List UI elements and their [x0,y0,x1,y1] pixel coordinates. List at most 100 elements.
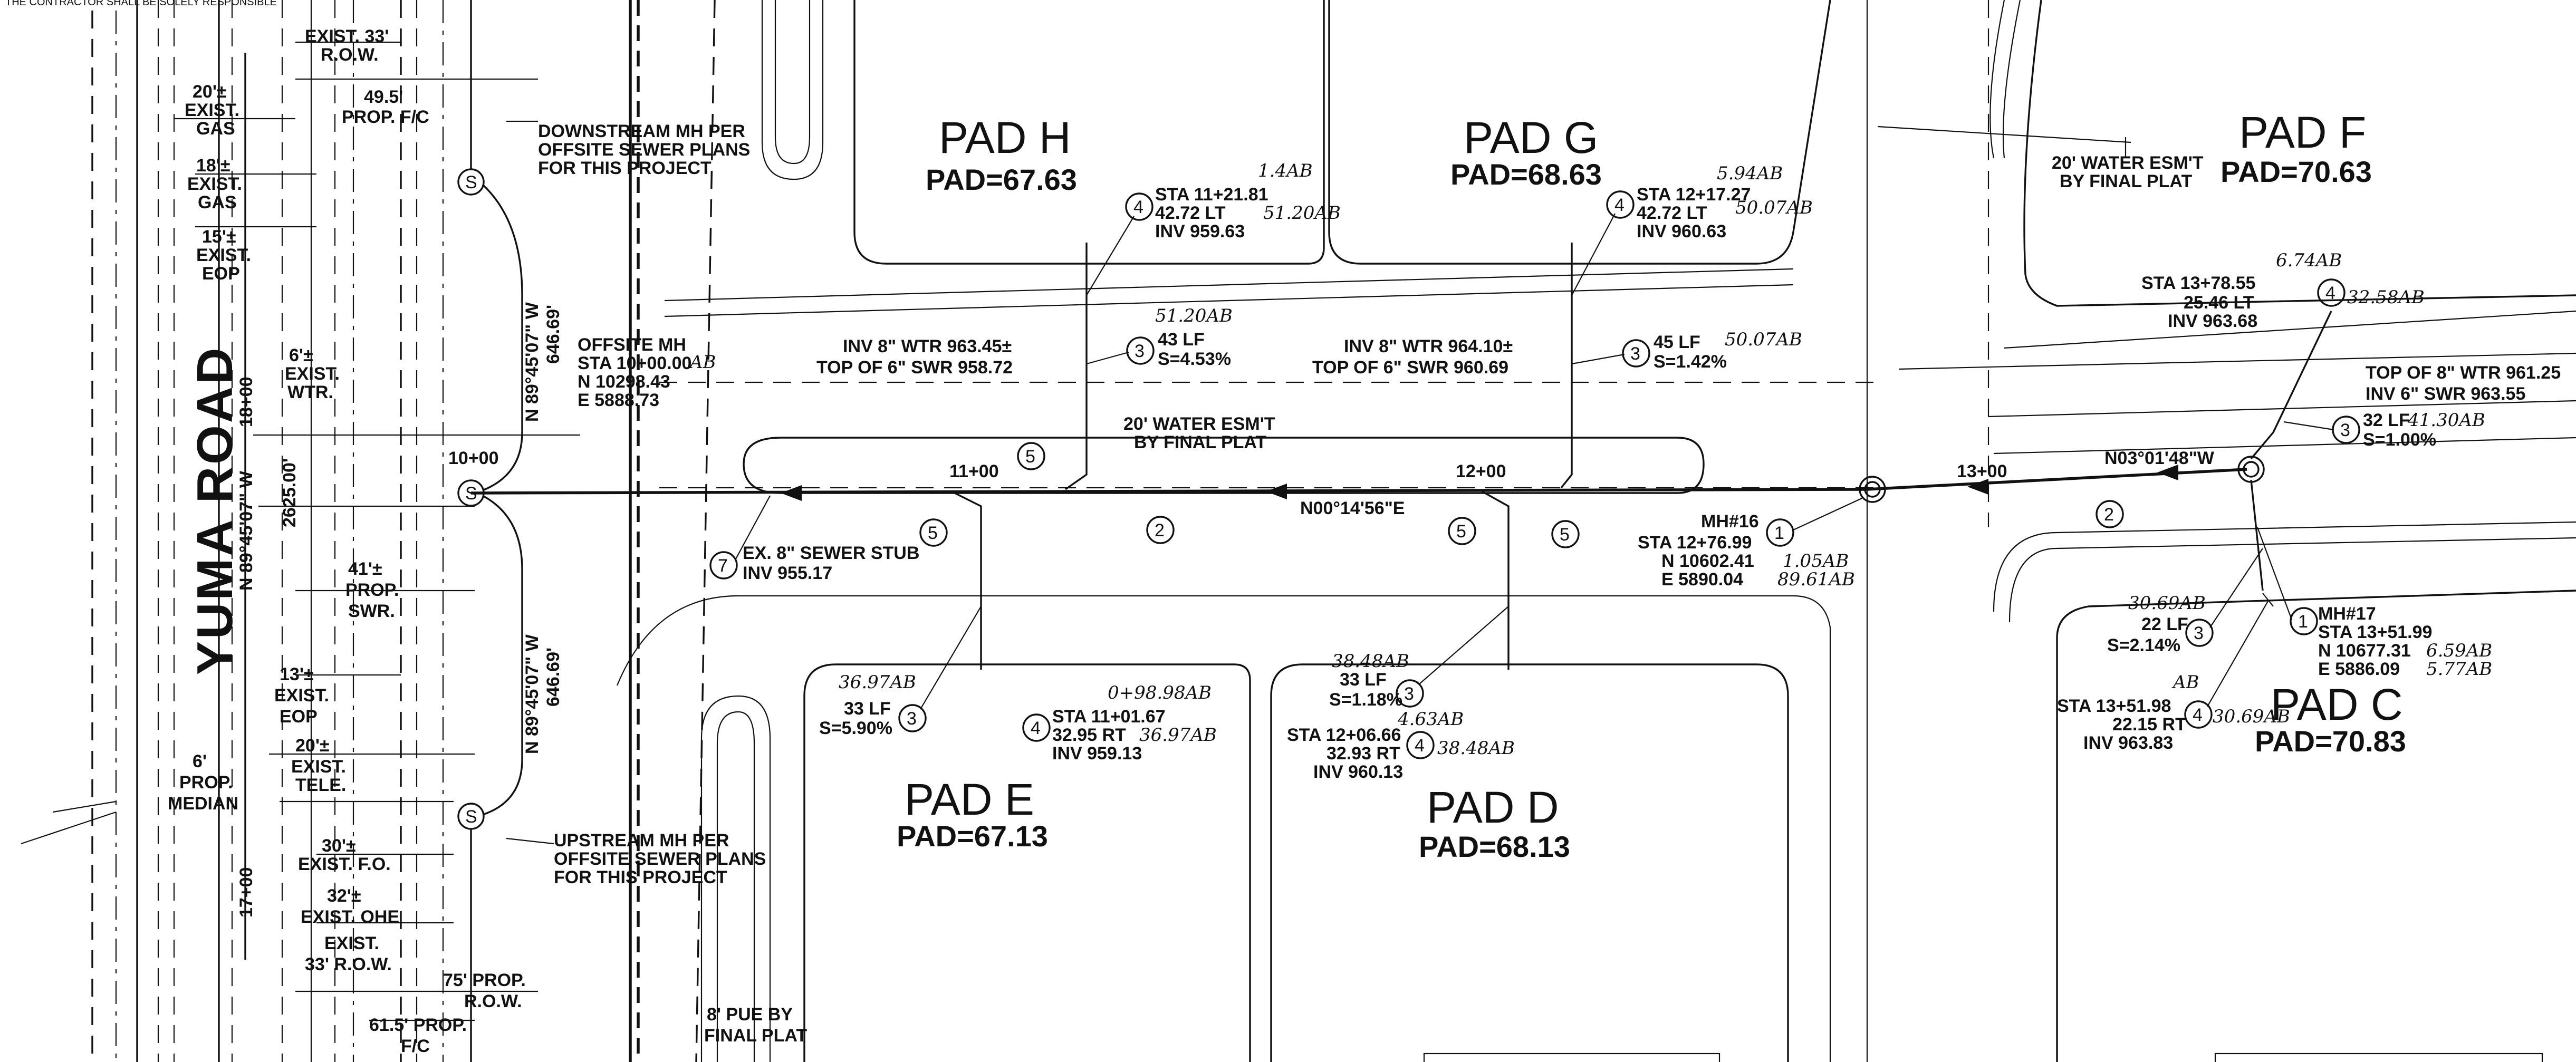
main-sewer-line [470,243,2332,670]
downstream-note-b: OFFSITE SEWER PLANS [538,140,750,160]
fo-label-a: 30'± [322,836,356,856]
station-12-label: 12+00 [1456,461,1506,481]
h-service-inv: INV 959.63 [1155,221,1245,242]
callout-1: 1 [2298,612,2308,632]
e-service-offset: 32.95 RT [1052,725,1126,745]
callout-2: 2 [1155,520,1165,540]
callout-5: 5 [1456,522,1466,542]
branch-bot-bearing: N 89°45'07" W [522,634,542,754]
prop-fc2-label-b: F/C [401,1036,430,1056]
f-lf-b: S=1.00% [2363,430,2436,450]
c-lf-a: 22 LF [2141,614,2188,634]
h-lf-a: 43 LF [1158,330,1205,350]
d-service-sta: STA 12+06.66 [1287,725,1401,745]
eop1-label-a: 15'± [202,227,236,247]
pue-label-b: FINAL PLAT [704,1026,807,1046]
c-service-offset: 22.15 RT [2112,715,2186,735]
gas1-label-c: GAS [196,119,235,139]
exist-row-label-2: R.O.W. [321,45,379,65]
g-service-hand-b: 50.07AB [1735,197,1813,218]
pad-d-name: PAD D [1427,783,1559,832]
ohe-label-b: EXIST. OHE [301,907,399,927]
h-lf-b: S=4.53% [1158,349,1231,369]
e-service-sta: STA 11+01.67 [1052,707,1166,727]
callout-4: 4 [1415,736,1425,756]
callout-7: 7 [718,556,728,576]
pad-h-elev: PAD=67.63 [926,163,1077,196]
callout-2: 2 [2104,505,2114,525]
g-crossing-b: TOP OF 6" SWR 960.69 [1312,358,1508,378]
branch-top-bearing: N 89°45'07" W [522,302,542,422]
mh17-hand-a: 6.59AB [2426,640,2492,661]
c-service-sta: STA 13+51.98 [2057,696,2171,716]
d-lf-a: 33 LF [1340,670,1387,690]
main-bearing-label: N00°14'56"E [1300,498,1405,518]
callout-3: 3 [907,709,917,729]
e-lf-a: 33 LF [844,699,891,719]
upstream-note-c: FOR THIS PROJECT [554,867,727,887]
callout-5: 5 [1025,447,1035,467]
manhole-symbol: S [465,172,477,192]
callout-notes: EX. 8" SEWER STUB INV 955.17 INV 8" WTR … [743,160,2561,782]
mh16-sta: STA 12+76.99 [1638,533,1752,553]
street-and-water [253,0,2576,1062]
median-label-c: MEDIAN [168,794,238,814]
stub-note-a: EX. 8" SEWER STUB [743,543,919,563]
pad-c-name: PAD C [2271,680,2402,729]
e-service-hand-b: 36.97AB [1139,725,1217,746]
c-service-hand-a: AB [2171,672,2199,693]
prop-fc2-label-a: 61.5' PROP. [369,1015,467,1035]
eop1-label-b: EXIST. [196,245,251,265]
row-dimension-labels: EXIST. 33' R.O.W. 20'± EXIST. GAS 49.5' … [168,26,807,1056]
gas2-label-b: EXIST. [187,174,242,194]
offsite-mh-handnote: AB [688,352,716,373]
tele-label-c: TELE. [295,775,346,795]
callout-3: 3 [1630,344,1640,364]
gas1-label-a: 20'± [193,82,227,102]
callout-4: 4 [1031,718,1041,738]
eop2-label-a: 13'± [280,664,314,684]
mh16-east: E 5890.04 [1661,569,1743,590]
manhole-symbol: S [465,807,477,827]
callout-5: 5 [928,523,938,543]
gas1-label-b: EXIST. [185,100,239,120]
downstream-note-a: DOWNSTREAM MH PER [538,121,745,141]
offsite-mh-title: OFFSITE MH [578,335,686,355]
h-crossing-a: INV 8" WTR 963.45± [843,336,1012,356]
mh17-sta: STA 13+51.99 [2318,622,2432,642]
yuma-road-corridor [21,0,716,1062]
water-esmt-note-b: BY FINAL PLAT [1134,432,1266,452]
d-lf-b: S=1.18% [1329,690,1402,710]
eop2-label-c: EOP [280,707,318,727]
e-service-inv: INV 959.13 [1052,744,1142,764]
g-lf-a: 45 LF [1654,332,1700,352]
mh16-title: MH#16 [1701,511,1759,532]
wtr-label-b: EXIST. [285,364,340,384]
prop-row-label-b: R.O.W. [464,991,522,1011]
f-service-hand-b: 32.58AB [2347,287,2425,308]
d-service-inv: INV 960.13 [1313,762,1403,782]
h-service-hand-a: 1.4AB [1258,160,1313,181]
callout-5: 5 [1560,525,1570,545]
wtr-label-c: WTR. [287,382,333,402]
callout-4: 4 [1133,197,1143,217]
h-service-hand-b: 51.20AB [1263,202,1341,224]
mh17-north: N 10677.31 [2318,641,2411,661]
f-lf-a: 32 LF [2363,410,2410,430]
eop1-label-c: EOP [202,264,240,284]
median-label-a: 6' [193,751,207,771]
swr-label-a: 41'± [348,559,382,579]
e-service-hand-a: 0+98.98AB [1108,682,1212,703]
pad-e-elev: PAD=67.13 [897,819,1048,853]
legend-fragment [2214,1053,2543,1062]
callout-1: 1 [1774,523,1784,543]
e-lf-b: S=5.90% [819,718,892,738]
callout-markers: 4 4 3 3 5 5 2 5 5 1 7 2 3 4 1 3 4 3 4 3 … [709,190,2360,759]
mh17-title: MH#17 [2318,604,2376,624]
station-10-label: 10+00 [448,448,499,468]
eop2-label-b: EXIST. [274,686,329,706]
upstream-note-a: UPSTREAM MH PER [554,831,729,851]
g-crossing-a: INV 8" WTR 964.10± [1344,336,1513,356]
yuma-distance-label: 2625.00' [280,458,300,527]
